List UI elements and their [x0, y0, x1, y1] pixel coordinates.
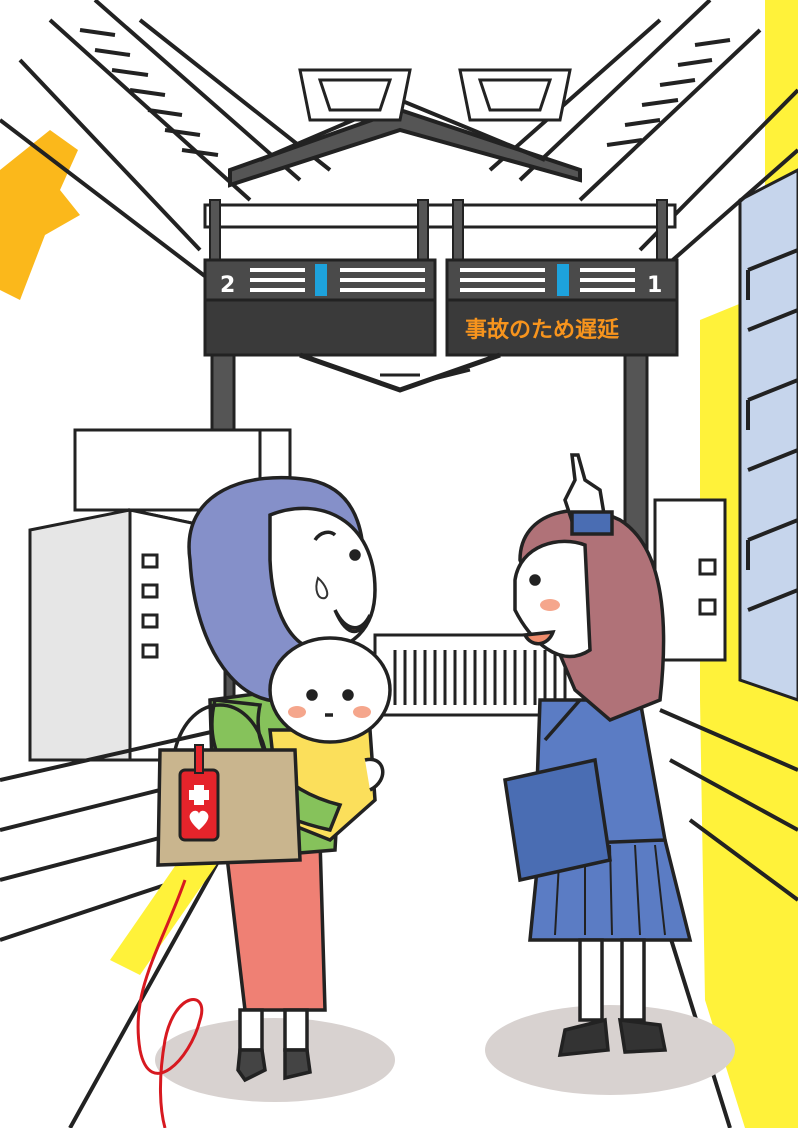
ceiling-structure — [0, 0, 798, 282]
platform-number-left: 2 — [220, 273, 235, 298]
platform-yellow-edge-left — [110, 830, 230, 975]
ceiling-lights — [298, 68, 572, 122]
platform-floor — [0, 708, 798, 1128]
right-small-building — [653, 498, 727, 662]
student-figure — [503, 453, 693, 1057]
departure-board-right: 1 事故のため遅延 — [445, 258, 679, 357]
orange-burst-shape — [0, 130, 80, 300]
shadow-mother — [155, 1018, 395, 1102]
blue-indicator-left — [315, 264, 327, 296]
board-message-right: 事故のため遅延 — [465, 317, 620, 343]
help-mark-icon — [178, 744, 220, 842]
blue-indicator-right — [557, 264, 569, 296]
shadow-student — [485, 1005, 735, 1095]
red-string-line — [136, 879, 204, 1128]
sign-support-beam — [203, 203, 677, 229]
platform-number-right: 1 — [647, 273, 662, 298]
right-building — [738, 168, 798, 702]
departure-board-left: 2 — [203, 258, 437, 357]
